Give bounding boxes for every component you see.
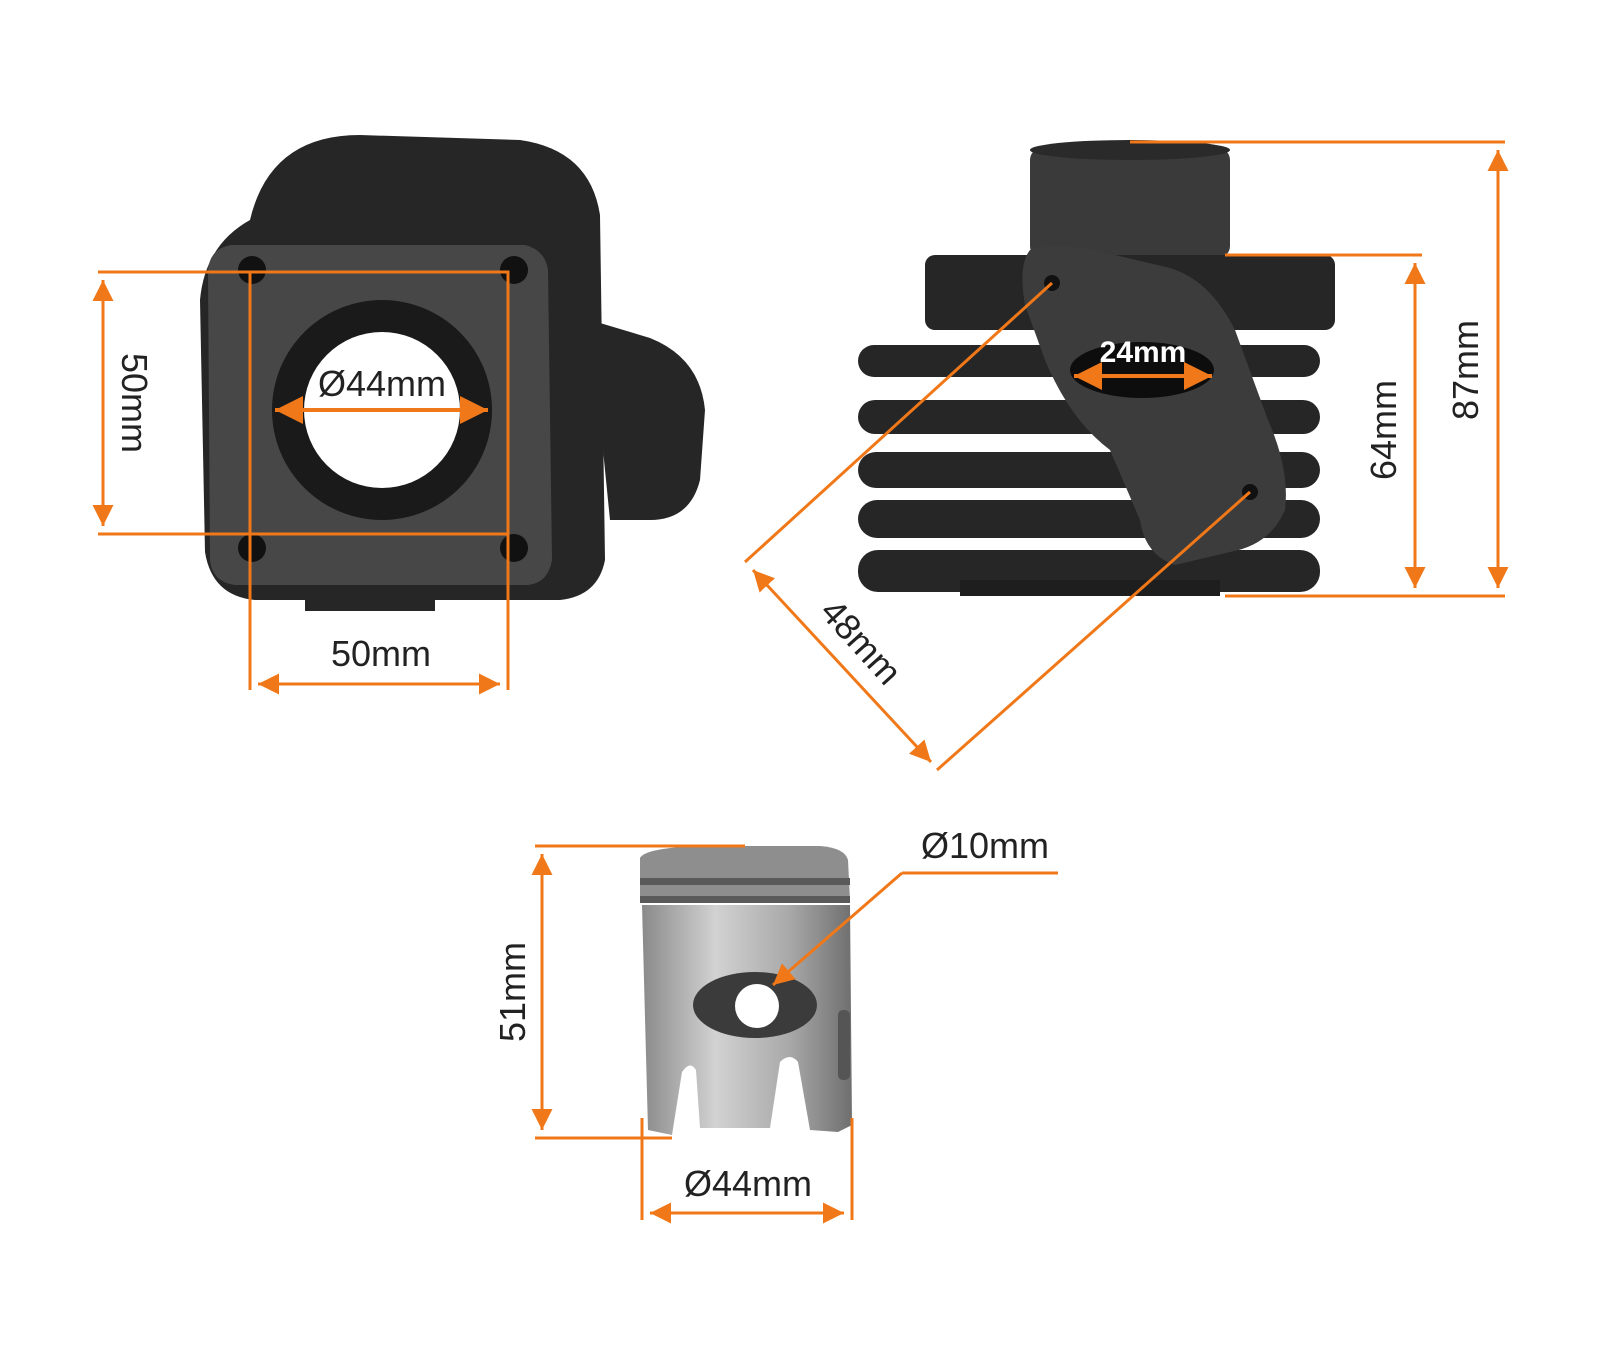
neck-rim: [1030, 140, 1230, 160]
piston-dimensions: Ø10mm 51mm Ø44mm: [492, 825, 1058, 1224]
piston-pin-hole: [735, 984, 779, 1028]
piston-crown: [640, 846, 850, 900]
ext-line: [743, 281, 1054, 564]
flange-diagonal-dim-line: [751, 568, 933, 764]
piston-view: [640, 846, 852, 1135]
total-height-label: 87mm: [1445, 320, 1486, 420]
port-diameter-label: Ø44mm: [318, 363, 446, 404]
exhaust-flange: [1022, 246, 1286, 565]
side-boss: [590, 320, 705, 520]
cylinder-base: [960, 580, 1220, 596]
flange-height-label: 50mm: [114, 353, 155, 453]
bolt-hole: [500, 256, 528, 284]
bottom-tab: [305, 595, 435, 611]
piston-slot: [838, 1010, 850, 1080]
cylinder-neck: [1030, 148, 1230, 258]
flange-outline: [248, 270, 510, 536]
fin-height-label: 64mm: [1363, 380, 1404, 480]
bolt-hole: [238, 256, 266, 284]
cylinder-front-view: [200, 135, 705, 611]
front-view-dimensions: 50mm 50mm Ø44mm: [92, 270, 510, 695]
bolt-hole: [500, 534, 528, 562]
bolt-hole: [238, 534, 266, 562]
ext-line: [936, 490, 1251, 772]
piston-height-label: 51mm: [492, 942, 533, 1042]
piston-diameter-label: Ø44mm: [684, 1163, 812, 1204]
pin-diameter-label: Ø10mm: [921, 825, 1049, 866]
flange-width-label: 50mm: [331, 633, 431, 674]
piston-ring: [640, 878, 850, 885]
flange-diagonal-label: 48mm: [813, 591, 910, 693]
cylinder-side-view: [858, 140, 1335, 596]
piston-ring: [640, 896, 850, 903]
pin-leader-arrow: [772, 871, 903, 987]
exhaust-port-label: 24mm: [1100, 336, 1187, 369]
